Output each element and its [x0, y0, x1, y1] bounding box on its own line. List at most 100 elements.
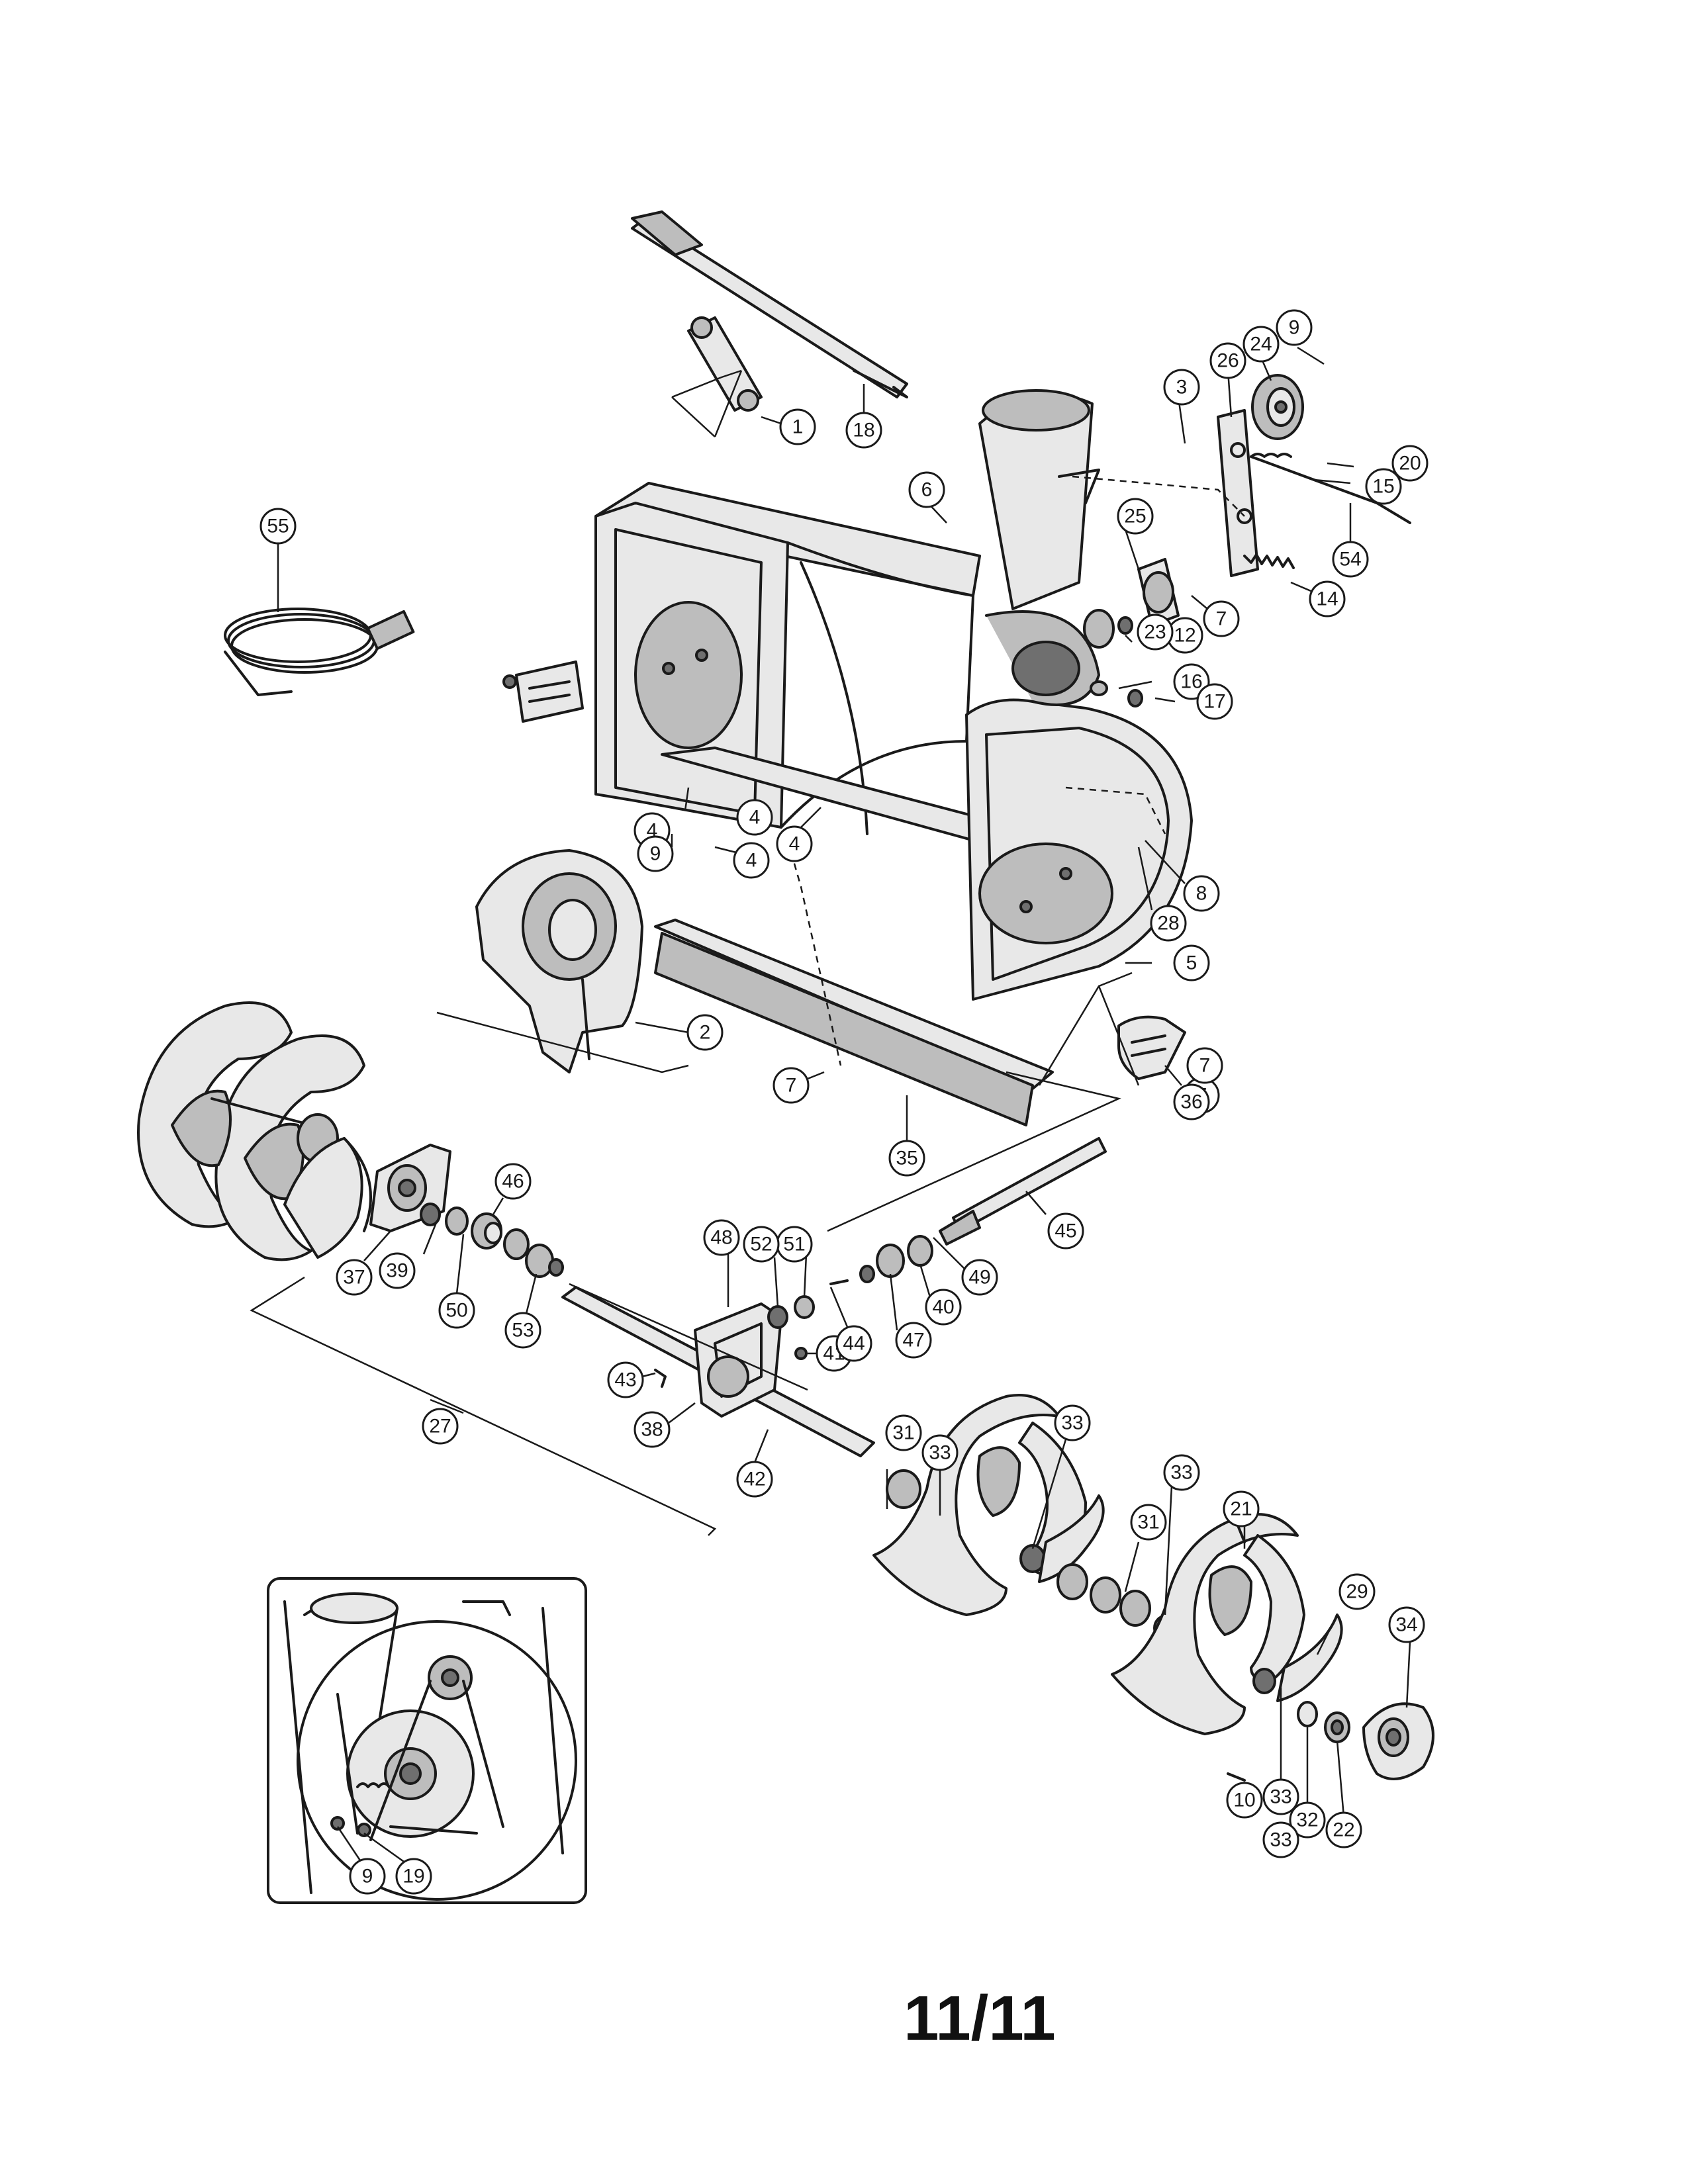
callout: 7	[1186, 1047, 1223, 1084]
svg-text:1: 1	[792, 416, 804, 438]
callout: 42	[736, 1461, 773, 1498]
callout: 19	[395, 1858, 432, 1895]
impeller-side-plate	[436, 849, 689, 1073]
callout: 43	[607, 1361, 644, 1398]
svg-text:9: 9	[1289, 317, 1300, 339]
callout: 31	[885, 1414, 922, 1451]
callout: 33	[921, 1434, 959, 1471]
svg-text:34: 34	[1395, 1614, 1417, 1636]
svg-text:29: 29	[1346, 1581, 1368, 1603]
callout: 2	[686, 1014, 724, 1051]
callout: 24	[1243, 326, 1280, 363]
callout: 4	[776, 825, 813, 862]
svg-text:55: 55	[267, 516, 289, 537]
svg-text:43: 43	[614, 1369, 636, 1391]
svg-text:53: 53	[512, 1320, 534, 1342]
svg-text:2: 2	[700, 1022, 711, 1044]
callout: 51	[776, 1226, 813, 1263]
svg-text:14: 14	[1316, 588, 1338, 610]
svg-text:42: 42	[743, 1469, 765, 1490]
callout: 4	[733, 842, 770, 879]
callout: 25	[1117, 498, 1154, 535]
auger-end-hardware	[1297, 1641, 1434, 1817]
callout: 15	[1365, 468, 1402, 505]
svg-text:32: 32	[1296, 1809, 1318, 1831]
callout: 55	[259, 508, 297, 545]
callout: 39	[379, 1252, 416, 1289]
svg-text:6: 6	[921, 479, 933, 501]
callout: 38	[633, 1411, 671, 1448]
svg-text:16: 16	[1180, 671, 1202, 693]
callout: 40	[925, 1289, 962, 1326]
page-number: 11/11	[904, 1983, 1056, 2054]
svg-text:46: 46	[502, 1171, 524, 1193]
svg-text:7: 7	[1199, 1055, 1211, 1077]
callout: 44	[835, 1325, 872, 1362]
callout: 32	[1289, 1801, 1326, 1839]
svg-text:19: 19	[402, 1866, 424, 1888]
svg-text:44: 44	[843, 1333, 865, 1355]
svg-text:47: 47	[902, 1330, 924, 1351]
svg-text:4: 4	[789, 833, 800, 855]
svg-text:33: 33	[1270, 1786, 1291, 1808]
callout: 50	[438, 1292, 475, 1329]
svg-text:12: 12	[1174, 625, 1196, 647]
leader-lines	[671, 346, 1354, 1780]
callout: 53	[504, 1312, 541, 1349]
gearbox-housing	[668, 1251, 782, 1424]
callout: 54	[1332, 541, 1369, 578]
callout: 33	[1262, 1778, 1299, 1815]
bearing-stack	[1065, 475, 1245, 835]
svg-text:4: 4	[749, 807, 761, 829]
svg-text:5: 5	[1186, 952, 1197, 974]
callout: 8	[1183, 875, 1220, 912]
svg-text:38: 38	[641, 1419, 663, 1441]
svg-text:17: 17	[1203, 691, 1225, 713]
svg-text:35: 35	[896, 1148, 917, 1169]
callout: 35	[888, 1140, 925, 1177]
svg-text:26: 26	[1217, 350, 1239, 372]
callout: 23	[1137, 614, 1174, 651]
svg-text:54: 54	[1339, 549, 1361, 570]
svg-text:8: 8	[1196, 883, 1207, 905]
callout: 28	[1150, 905, 1187, 942]
assembly-27-bracket	[250, 1071, 1121, 1536]
callout: 33	[1163, 1454, 1200, 1491]
chute-crank-bracket	[671, 316, 782, 437]
callout: 36	[1173, 1083, 1210, 1120]
callout: 7	[1203, 600, 1240, 637]
callout: 46	[494, 1163, 532, 1200]
svg-text:3: 3	[1176, 377, 1188, 398]
callout: 9	[1276, 309, 1313, 346]
callout: 29	[1338, 1573, 1376, 1610]
svg-text:7: 7	[1216, 608, 1227, 630]
callout: 37	[336, 1259, 373, 1296]
svg-text:33: 33	[1061, 1412, 1083, 1434]
callout: 1	[779, 408, 816, 445]
callout: 18	[845, 412, 882, 449]
left-auger-assembly	[137, 1001, 372, 1261]
svg-text:48: 48	[710, 1227, 732, 1249]
right-auger-2	[1056, 1513, 1343, 1782]
callout: 48	[703, 1219, 740, 1256]
skid-shoe-left	[502, 660, 584, 723]
svg-text:33: 33	[929, 1442, 951, 1464]
svg-text:15: 15	[1372, 476, 1394, 498]
skid-shoe-right	[1098, 985, 1186, 1086]
svg-text:9: 9	[650, 843, 661, 865]
svg-text:27: 27	[429, 1416, 451, 1437]
svg-text:39: 39	[386, 1260, 408, 1282]
gearbox-hardware	[641, 1235, 967, 1388]
callout: 6	[908, 471, 945, 508]
callout: 20	[1391, 445, 1429, 482]
callout: 31	[1130, 1504, 1167, 1541]
svg-text:21: 21	[1230, 1498, 1252, 1520]
svg-text:7: 7	[786, 1075, 797, 1097]
left-washer-stack	[420, 1197, 564, 1314]
callout: 17	[1196, 683, 1233, 720]
tension-spring	[1243, 553, 1315, 594]
discharge-chute	[978, 389, 1100, 610]
svg-text:33: 33	[1170, 1462, 1192, 1484]
callout: 45	[1047, 1212, 1084, 1250]
